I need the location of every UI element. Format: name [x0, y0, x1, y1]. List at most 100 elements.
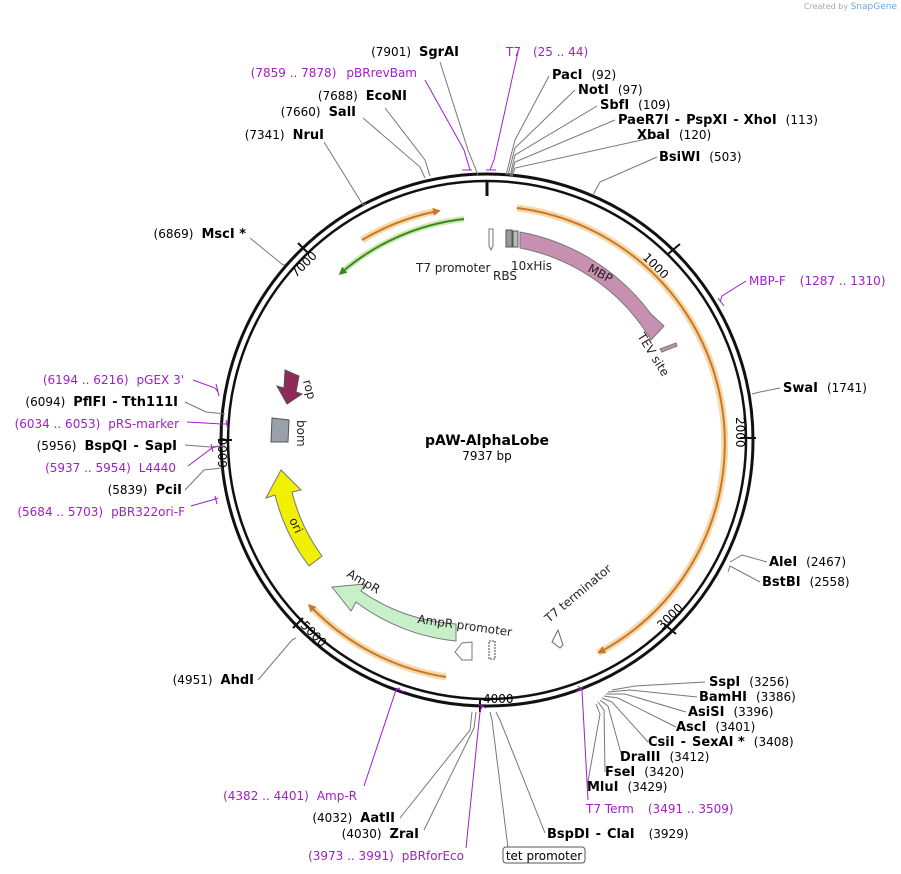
enzyme-asisi-pos: (3396)	[733, 705, 773, 719]
tick-6000: 6000	[216, 437, 230, 468]
tick-7000: 7000	[288, 249, 319, 280]
primer-t7-term: T7 Term (3491 .. 3509)	[585, 802, 734, 816]
enzyme-bstbi-name: BstBI	[762, 575, 801, 590]
primer-pgex3: (6194 .. 6216) pGEX 3'	[43, 373, 184, 387]
enzyme-bsiwi-pos: (503)	[709, 150, 741, 164]
enzyme-aatii-name: AatII	[360, 811, 395, 826]
orf-arc-green	[338, 218, 465, 275]
primer-t7-range: (25 .. 44)	[533, 45, 588, 59]
enzyme-csii-name: CsiI	[648, 735, 675, 750]
enzyme-pflfi-name: PflFI	[73, 395, 106, 410]
enzyme-msci: (6869)MscI *	[154, 227, 247, 242]
enzyme-asisi: AsiSI (3396)	[688, 705, 773, 720]
plasmid-name: pAW-AlphaLobe	[425, 433, 549, 449]
enzyme-asisi-name: AsiSI	[688, 705, 724, 720]
enzyme-bspdi-name: BspDI	[547, 827, 590, 842]
primer-pbrforeco: (3973 .. 3991) pBRforEco	[308, 849, 464, 863]
snapgene-logo-text: SnapGene	[850, 2, 897, 12]
enzyme-nrui-name: NruI	[293, 128, 324, 143]
enzyme-alei: AleI(2467)	[769, 555, 846, 570]
enzyme-nrui-pos: (7341)	[245, 128, 285, 142]
primer-prs-marker: (6034 .. 6053)pRS-marker	[15, 417, 179, 431]
enzyme-bamhi-name: BamHI	[699, 690, 747, 705]
enzyme-msci-name: MscI *	[201, 227, 246, 242]
primer-t7-name: T7	[505, 45, 521, 59]
primer-l4440: (5937 .. 5954) L4440	[45, 461, 176, 475]
primer-amp-r: (4382 .. 4401)Amp-R	[223, 789, 357, 803]
primer-pgex3-range: (6194 .. 6216)	[43, 373, 129, 387]
enzyme-pflfi: (6094)PflFI-Tth111I	[25, 395, 178, 410]
enzyme-draiii: DraIII(3412)	[620, 750, 709, 765]
enzyme-asci-pos: (3401)	[715, 720, 755, 734]
enzyme-mlui-pos: (3429)	[627, 780, 667, 794]
enzyme-fsei-name: FseI	[605, 765, 635, 780]
enzyme-xhoi-name: XhoI	[744, 113, 777, 128]
primer-mbp-f-name: MBP-F	[749, 274, 786, 288]
primer-pbrforeco-range: (3973 .. 3991)	[308, 849, 394, 863]
enzyme-paer7i-pos: (113)	[786, 113, 818, 127]
enzyme-ahdi: (4951) AhdI	[173, 673, 254, 688]
label-ori: ori	[286, 515, 305, 535]
enzyme-paci-name: PacI	[552, 68, 583, 83]
primer-t7: T7 (25 .. 44)	[505, 45, 588, 59]
enzyme-draiii-pos: (3412)	[670, 750, 710, 764]
credit-prefix: Created by	[804, 2, 849, 11]
enzyme-asci-name: AscI	[676, 720, 706, 735]
ampr-arrow	[331, 583, 457, 642]
enzyme-swai: SwaI (1741)	[783, 381, 867, 396]
enzyme-nrui: (7341) NruI	[245, 128, 324, 143]
primer-pbrforeco-name: pBRforEco	[402, 849, 464, 863]
enzyme-pflfi-pos: (6094)	[25, 395, 65, 409]
enzyme-ahdi-pos: (4951)	[173, 673, 213, 687]
primer-pbr322ori-f-name: pBR322ori-F	[111, 505, 185, 519]
enzyme-clai-name: ClaI	[607, 827, 635, 842]
label-rbs: RBS	[493, 269, 517, 283]
enzyme-fsei: FseI (3420)	[605, 765, 684, 780]
primer-pbr322ori-f: (5684 .. 5703)pBR322ori-F	[17, 505, 185, 519]
enzyme-noti-name: NotI	[578, 83, 609, 98]
enzyme-bspqi: (5956)BspQI-SapI	[37, 439, 177, 454]
enzyme-sgrai-pos: (7901)	[371, 45, 411, 59]
enzyme-csii-pos: (3408)	[754, 735, 794, 749]
ori-arrow	[264, 469, 323, 567]
enzyme-econi: (7688)EcoNI	[318, 89, 407, 104]
primer-amp-r-range: (4382 .. 4401)	[223, 789, 309, 803]
enzyme-mlui-name: MluI	[587, 780, 618, 795]
enzyme-sspi: SspI(3256)	[709, 675, 789, 690]
label-t7-promoter: T7 promoter	[415, 261, 491, 275]
enzyme-sspi-pos: (3256)	[749, 675, 789, 689]
t7-terminator-symbol	[551, 628, 564, 649]
enzyme-noti: NotI(97)	[578, 83, 643, 98]
enzyme-xbai-pos: (120)	[679, 128, 711, 142]
enzyme-aatii: (4032)AatII	[312, 811, 395, 826]
enzyme-ahdi-name: AhdI	[221, 673, 254, 688]
enzyme-bspqi-name: BspQI	[84, 439, 127, 454]
ampr-promoter-arrow	[454, 641, 473, 661]
primer-l4440-range: (5937 .. 5954)	[45, 461, 131, 475]
enzyme-sapi-name: SapI	[145, 439, 177, 454]
rop-arrow	[275, 369, 304, 405]
rbs-box	[505, 229, 513, 248]
enzyme-zrai-name: ZraI	[390, 827, 419, 842]
tick-4000: 4000	[483, 692, 514, 706]
enzyme-zrai: (4030)ZraI	[342, 827, 419, 842]
enzyme-sbfi-name: SbfI	[600, 98, 629, 113]
primer-l4440-name: L4440	[139, 461, 176, 475]
enzyme-pspxi-name: PspXI	[686, 113, 727, 128]
enzyme-sgrai-name: SgrAI	[419, 45, 459, 60]
enzyme-paer7i-name: PaeR7I	[618, 113, 669, 128]
primer-mbp-f: MBP-F(1287 .. 1310)	[749, 274, 886, 288]
enzyme-asci: AscI (3401)	[676, 720, 755, 735]
enzyme-xbai-name: XbaI	[637, 128, 670, 143]
enzyme-pcii-name: PciI	[155, 483, 182, 498]
primer-t7-term-name: T7 Term	[585, 802, 634, 816]
enzyme-fsei-pos: (3420)	[644, 765, 684, 779]
enzyme-sali-pos: (7660)	[281, 105, 321, 119]
his-tag-box	[512, 230, 519, 248]
primer-t7-term-range: (3491 .. 3509)	[648, 802, 734, 816]
enzyme-swai-name: SwaI	[783, 381, 818, 396]
primer-pgex3-name: pGEX 3'	[137, 373, 184, 387]
snapgene-credit: Created by SnapGene	[804, 2, 897, 12]
enzyme-alei-pos: (2467)	[806, 555, 846, 569]
enzyme-swai-pos: (1741)	[827, 381, 867, 395]
